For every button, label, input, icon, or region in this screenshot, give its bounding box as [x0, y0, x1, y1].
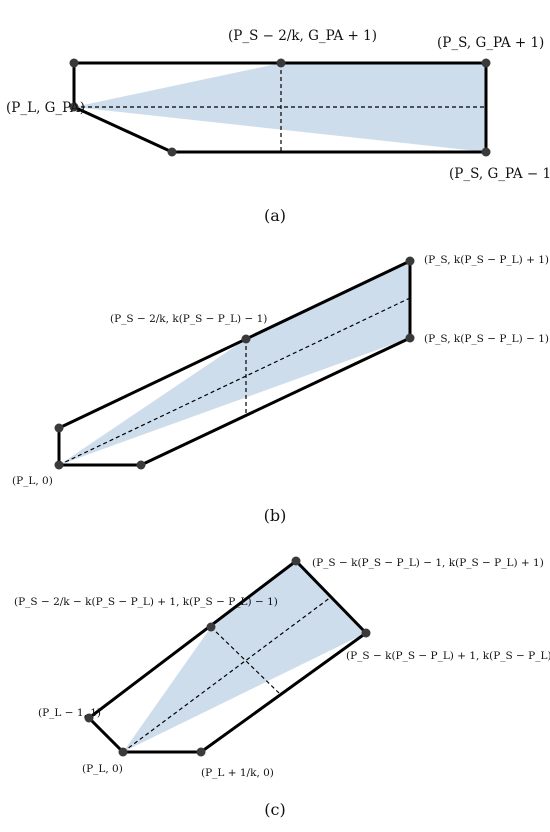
panel-b-shaded-region [59, 261, 410, 465]
panel-c-vertex-top [291, 556, 301, 566]
panel-a: (P_S − 2/k, G_PA + 1) (P_S, G_PA + 1) (P… [6, 28, 550, 225]
panel-c-label-bottom: (P_L, 0) [82, 763, 123, 775]
panel-b-vertex-bottom-mid [136, 460, 146, 470]
panel-c-vertex-left [84, 713, 94, 723]
panel-a-vertex-top-right [481, 58, 491, 68]
panel-b-vertex-right [405, 333, 415, 343]
panel-c-shaded-region [123, 561, 366, 752]
panel-a-vertex-left [69, 102, 79, 112]
panel-b-caption: (b) [264, 506, 287, 525]
panel-c-caption: (c) [264, 800, 285, 819]
panel-c-vertex-upper-left [206, 622, 216, 632]
panel-b-vertex-top-right [405, 256, 415, 266]
panel-a-label-top-mid: (P_S − 2/k, G_PA + 1) [228, 28, 377, 44]
panel-c-vertex-right [361, 628, 371, 638]
panel-c-label-top-right: (P_S − k(P_S − P_L) − 1, k(P_S − P_L) + … [312, 557, 544, 569]
panel-a-caption: (a) [264, 206, 286, 225]
panel-a-outline [72, 61, 488, 154]
panel-b-label-top-right: (P_S, k(P_S − P_L) + 1) [424, 254, 549, 266]
panel-c-outline [86, 559, 369, 754]
panel-a-label-bottom-right: (P_S, G_PA − 1) [449, 166, 550, 182]
panel-a-vertex-top-mid [276, 58, 286, 68]
panel-b-vertex-bottom-left [54, 460, 64, 470]
panel-b-vertex-mid [241, 334, 251, 344]
panel-b-label-bottom-left: (P_L, 0) [12, 475, 53, 487]
panel-c: (P_S − k(P_S − P_L) − 1, k(P_S − P_L) + … [14, 556, 550, 819]
panel-b: (P_S, k(P_S − P_L) + 1) (P_S − 2/k, k(P_… [12, 254, 549, 525]
panel-c-vertex-bottom-mid [196, 747, 206, 757]
panel-b-vertex-top-left [54, 423, 64, 433]
panel-a-vertex-top-left [69, 58, 79, 68]
panel-b-outline [57, 258, 412, 467]
panel-c-dashed-diagonal [122, 596, 332, 753]
panel-c-label-left: (P_L − 1, 1) [38, 707, 101, 719]
panel-c-vertex-bottom [118, 747, 128, 757]
panel-a-vertex-bottom-right [481, 147, 491, 157]
panel-b-label-right: (P_S, k(P_S − P_L) − 1) [424, 333, 549, 345]
panel-a-vertex-bottom-mid [167, 147, 177, 157]
panel-c-label-right: (P_S − k(P_S − P_L) + 1, k(P_S − P_L) − … [346, 650, 550, 662]
panel-c-label-top-left: (P_S − 2/k − k(P_S − P_L) + 1, k(P_S − P… [14, 596, 278, 608]
panel-b-dashed-diagonal [58, 297, 411, 466]
panel-b-label-top-mid: (P_S − 2/k, k(P_S − P_L) − 1) [110, 313, 267, 325]
panel-c-dashed-cross [210, 626, 280, 694]
panel-c-label-bottom-mid: (P_L + 1/k, 0) [201, 767, 274, 779]
panel-a-label-top-right: (P_S, G_PA + 1) [437, 35, 544, 51]
panel-a-label-left: (P_L, G_PA) [6, 100, 85, 116]
